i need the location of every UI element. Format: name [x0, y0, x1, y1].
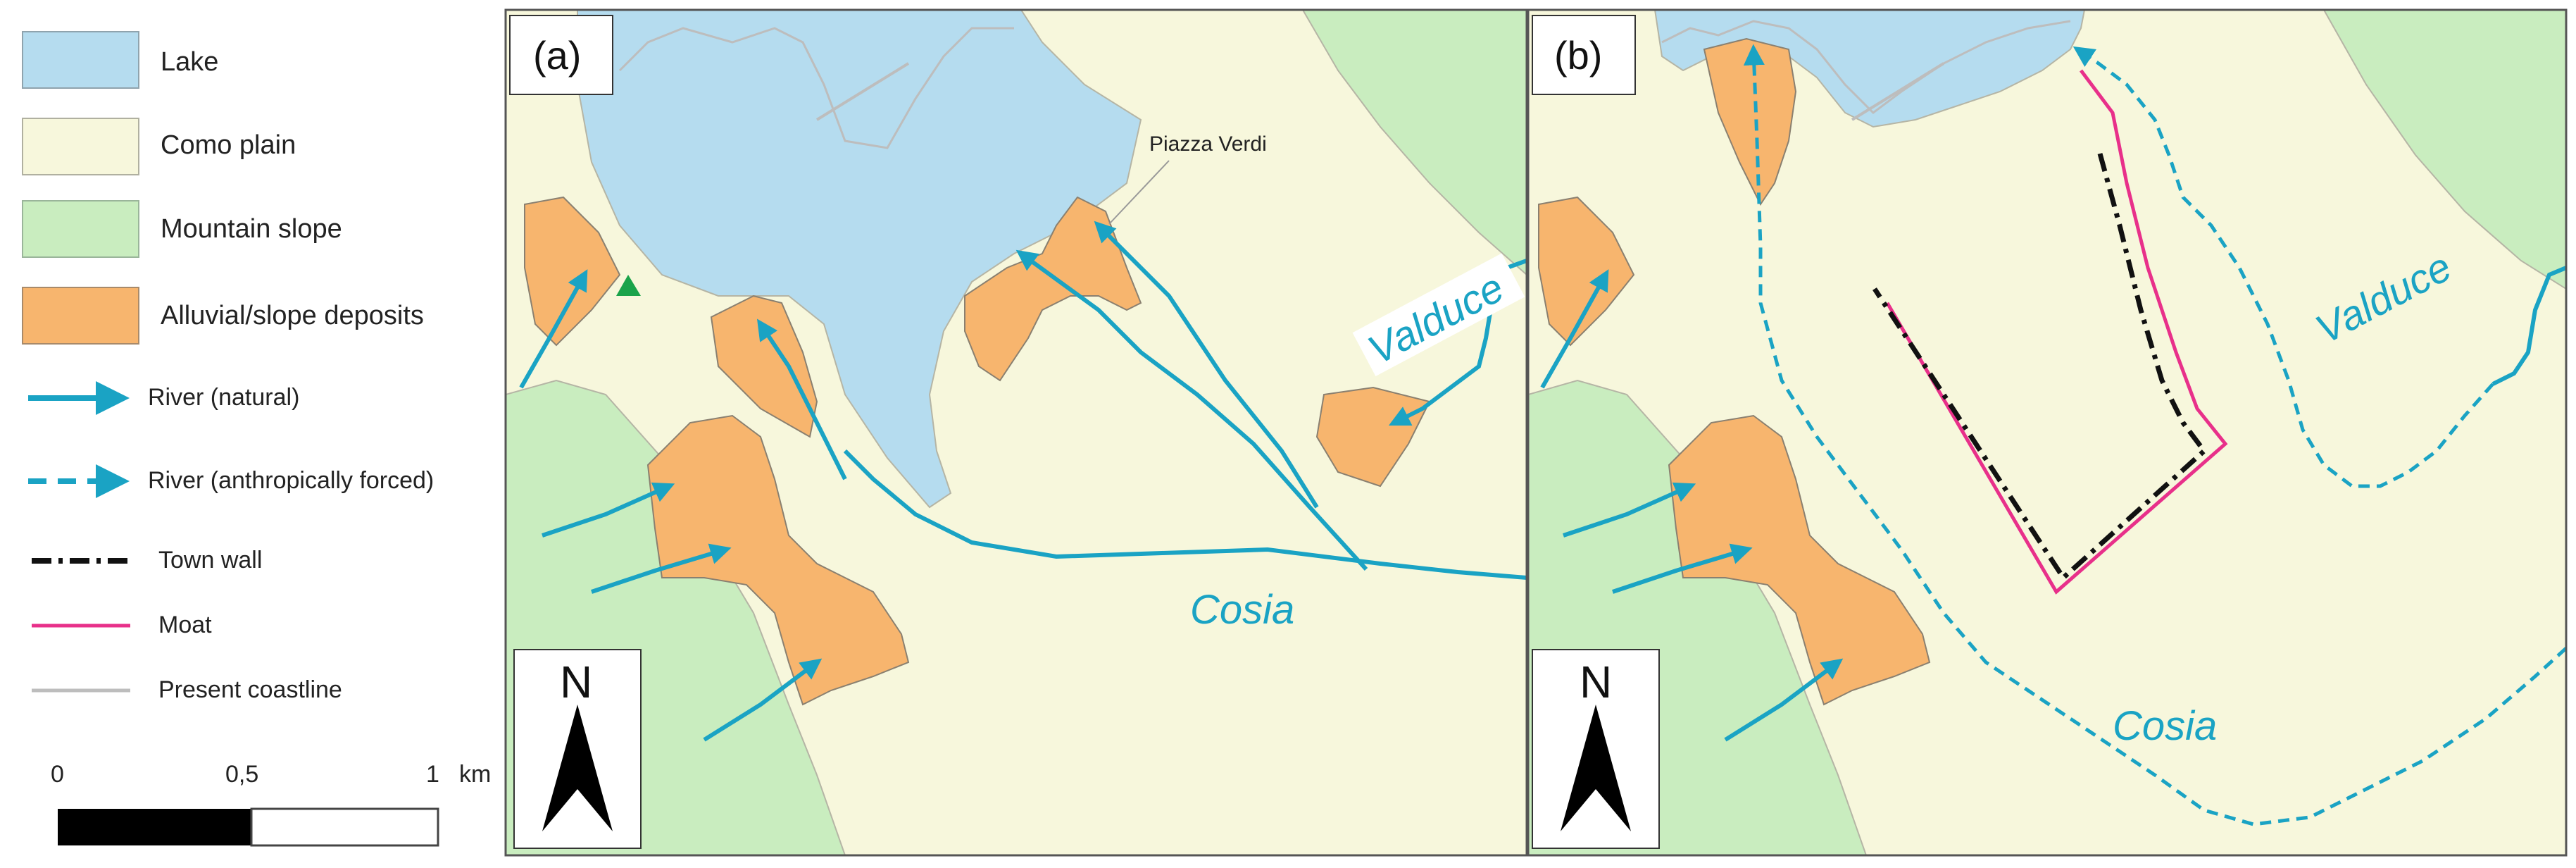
scale-segment-white: [250, 807, 439, 847]
mountain-slope-ne-a: [1301, 10, 1527, 276]
lake-swatch: [22, 31, 139, 89]
map-panel-b: Valduce Cosia (b) N: [1527, 8, 2568, 857]
como-plain-swatch: [22, 118, 139, 175]
legend-label-river-natural: River (natural): [148, 384, 299, 411]
legend-item-mountain-slope: Mountain slope: [22, 200, 342, 258]
scale-bar: 0 0,5 1 km: [51, 761, 491, 847]
north-label-b: N: [1580, 657, 1612, 707]
deposit-b-1: [1703, 37, 1797, 206]
river-a-2: [542, 482, 675, 538]
lake-b: [1653, 10, 2086, 128]
river-a-3: [591, 543, 732, 594]
present-coastline-a: [618, 27, 1014, 149]
legend-label-present-coastline: Present coastline: [158, 676, 342, 703]
river-b-valduce-forced: [2072, 46, 2494, 488]
panel-label-b: (b): [1554, 33, 1602, 78]
legend-label-mountain-slope: Mountain slope: [161, 214, 342, 244]
legend-label-como-plain: Como plain: [161, 130, 296, 160]
scale-tick-half: 0,5: [225, 761, 258, 788]
deposit-a-5: [646, 414, 910, 706]
river-a-cosia: [843, 449, 1527, 580]
river-a-5: [757, 318, 847, 480]
lake-a: [577, 10, 1142, 509]
mountain-slope-ne-b: [2322, 10, 2566, 290]
north-label-a: N: [560, 657, 592, 707]
scale-unit: km: [459, 761, 491, 788]
river-a-4: [703, 658, 823, 742]
river-b-cosia-forced: [1743, 44, 2566, 826]
river-b-3: [1612, 543, 1753, 594]
legend-item-present-coastline: Present coastline: [32, 676, 342, 703]
legend-item-lake: Lake: [22, 31, 218, 89]
river-a-6: [1015, 249, 1368, 571]
deposit-b-3: [1668, 414, 1931, 706]
panel-label-a: (a): [533, 33, 581, 78]
river-a-1: [519, 269, 588, 389]
river-b-valduce: [2491, 266, 2566, 386]
legend-item-moat: Moat: [32, 612, 212, 638]
site-marker-icon: [616, 275, 641, 296]
present-coastline-b: [1661, 20, 2071, 114]
piazza-verdi-leader: [1108, 160, 1170, 225]
legend-item-como-plain: Como plain: [22, 118, 296, 175]
scale-tick-1: 1: [426, 761, 439, 788]
legend-item-river-natural: River (natural): [28, 381, 299, 415]
legend-item-river-forced: River (anthropically forced): [28, 464, 434, 498]
pier-b: [1851, 62, 1945, 121]
legend-item-town-wall: Town wall: [32, 547, 262, 574]
pier-a: [815, 62, 910, 121]
panel-label-box-b: [1532, 15, 1636, 95]
legend-label-lake: Lake: [161, 47, 218, 77]
cosia-label-a: Cosia: [1190, 587, 1294, 633]
legend-label-alluvial-deposits: Alluvial/slope deposits: [161, 301, 424, 330]
north-arrow-a: N: [513, 649, 642, 849]
deposit-a-2: [710, 294, 818, 438]
river-a-7: [1094, 221, 1319, 509]
deposit-b-2: [1538, 196, 1635, 347]
panel-label-box-a: [509, 15, 613, 95]
map-panel-a: Piazza Verdi Valduce Cosia (a) N: [504, 8, 1528, 857]
cosia-label-b: Cosia: [2113, 703, 2217, 749]
river-b-4: [1724, 658, 1844, 742]
north-arrow-b: N: [1532, 649, 1660, 849]
moat-b: [1885, 69, 2228, 595]
scale-segment-black: [58, 809, 251, 845]
legend: Lake Como plain Mountain slope Alluvial/…: [22, 31, 434, 703]
town-wall-b: [1872, 153, 2208, 582]
legend-item-alluvial-deposits: Alluvial/slope deposits: [22, 287, 424, 345]
piazza-verdi-label: Piazza Verdi: [1149, 132, 1267, 156]
mountain-slope-swatch: [22, 200, 139, 258]
scale-tick-0: 0: [51, 761, 64, 788]
river-b-2: [1563, 482, 1696, 538]
alluvial-deposits-swatch: [22, 287, 139, 345]
legend-label-town-wall: Town wall: [158, 547, 262, 574]
river-b-1: [1540, 269, 1609, 389]
legend-label-river-forced: River (anthropically forced): [148, 467, 434, 494]
legend-label-moat: Moat: [158, 612, 212, 638]
